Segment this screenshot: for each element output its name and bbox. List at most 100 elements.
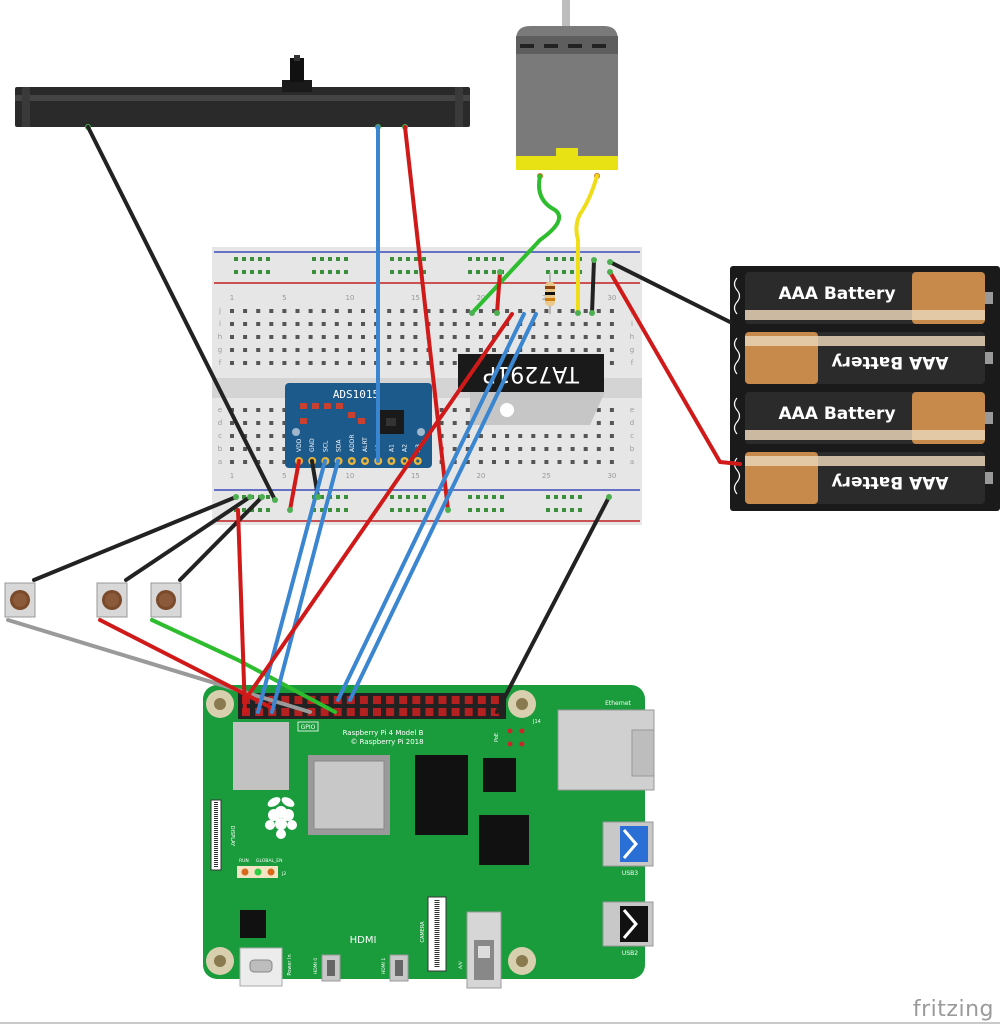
jumper-wire[interactable]	[608, 270, 742, 466]
breadboard-row-letter: d	[630, 419, 634, 427]
jumper-wire[interactable]	[243, 312, 514, 702]
breadboard-row-letter: c	[630, 432, 634, 440]
global-en-label: GLOBAL_EN	[256, 858, 283, 864]
av-label: A/V	[458, 960, 464, 969]
breadboard-column-marker: 1	[230, 294, 234, 302]
breadboard-row-letter: d	[218, 419, 222, 427]
hdmi1-label: HDMI 1	[381, 958, 387, 974]
breadboard-column-marker: 10	[345, 294, 354, 302]
aaa-battery-cell: AAA Battery	[733, 392, 993, 444]
button-3[interactable]	[150, 582, 182, 618]
aaa-battery-cell: AAA Battery	[733, 332, 993, 384]
slide-potentiometer[interactable]	[15, 55, 470, 130]
breadboard-row-letter: i	[631, 320, 633, 328]
jumper-wire[interactable]	[495, 270, 502, 315]
jumper-wire[interactable]	[336, 312, 526, 702]
breadboard-column-marker: 15	[411, 294, 420, 302]
raspberry-pi-4[interactable]: GPIO PoE J14 Raspberry Pi 4 Model B © Ra…	[203, 685, 655, 989]
breadboard-column-marker: 20	[476, 472, 485, 480]
breadboard-row-letter: f	[631, 359, 634, 367]
usb2-label: USB2	[622, 950, 638, 957]
display-label: DISPLAY	[229, 826, 235, 847]
jumper-wire[interactable]	[256, 459, 327, 714]
jumper-wire[interactable]	[574, 174, 599, 315]
breadboard-row-letter: i	[219, 320, 221, 328]
ads1015-label: ADS1015	[333, 388, 379, 401]
button-2[interactable]	[96, 582, 128, 618]
jumper-wire[interactable]	[86, 125, 277, 502]
power-in-label: Power In	[287, 954, 293, 975]
adc-pin-label: SCL	[322, 440, 329, 452]
breadboard-row-letter: h	[218, 333, 222, 341]
usb3-label: USB3	[622, 870, 638, 877]
jumper-wire[interactable]	[495, 495, 611, 714]
adc-pin-label: GND	[309, 438, 316, 452]
aaa-battery-cell: AAA Battery	[733, 452, 993, 504]
j14-label: J14	[532, 719, 541, 725]
camera-label: CAMERA	[420, 921, 426, 943]
j2-label: J2	[281, 871, 286, 877]
breadboard-row-letter: b	[630, 445, 635, 453]
breadboard-column-marker: 5	[282, 472, 286, 480]
breadboard-row-letter: g	[218, 346, 222, 354]
breadboard-row-letter: a	[630, 458, 634, 466]
breadboard-row-letter: b	[218, 445, 223, 453]
breadboard-column-marker: 5	[282, 294, 286, 302]
adc-pin-label: VDD	[296, 438, 303, 452]
dc-motor[interactable]	[516, 0, 618, 179]
gpio-label: GPIO	[301, 724, 316, 731]
breadboard-row-letter: h	[630, 333, 634, 341]
rpi-copyright-label: © Raspberry Pi 2018	[350, 738, 423, 746]
breadboard-column-marker: 30	[607, 472, 616, 480]
rpi-model-label: Raspberry Pi 4 Model B	[343, 729, 424, 737]
breadboard-column-marker: 1	[230, 472, 234, 480]
adc-pin-label: SDA	[336, 439, 343, 452]
button-1[interactable]	[4, 582, 36, 618]
aaa-battery-cell: AAA Battery	[733, 272, 993, 324]
fritzing-brand: fritzing	[912, 997, 994, 1022]
raspberry-logo-icon	[265, 797, 297, 839]
breadboard-column-marker: 10	[345, 472, 354, 480]
jumper-wire[interactable]	[178, 495, 264, 582]
jumper-wire[interactable]	[608, 260, 732, 324]
jumper-wire[interactable]	[403, 125, 450, 512]
jumper-wire[interactable]	[6, 618, 312, 714]
bottom-rule	[0, 1022, 1000, 1024]
breadboard-column-marker: 30	[607, 294, 616, 302]
jumper-wire[interactable]	[124, 495, 252, 582]
breadboard-column-marker: 15	[411, 472, 420, 480]
breadboard-row-letter: f	[219, 359, 222, 367]
battery-label: AAA Battery	[831, 472, 948, 492]
jumper-wire[interactable]	[348, 312, 538, 702]
adc-pin-label: A1	[388, 444, 395, 452]
breadboard-row-letter: g	[630, 346, 634, 354]
resistor[interactable]	[545, 272, 555, 314]
adc-pin-label: A2	[402, 444, 409, 452]
breadboard-row-letter: e	[630, 406, 634, 414]
adc-pin-label: ADDR	[349, 434, 356, 452]
breadboard-column-marker: 25	[542, 472, 551, 480]
poe-label: PoE	[494, 733, 500, 742]
battery-label: AAA Battery	[831, 352, 948, 372]
breadboard-row-letter: c	[218, 432, 222, 440]
jumper-wire[interactable]	[236, 508, 247, 714]
breadboard-row-letter: a	[218, 458, 222, 466]
battery-label: AAA Battery	[778, 404, 895, 424]
jumper-wire[interactable]	[270, 459, 340, 714]
hdmi0-label: HDMI 0	[313, 958, 319, 974]
jumper-wire[interactable]	[32, 495, 238, 582]
jumper-wire[interactable]	[288, 459, 301, 512]
jumper-wire[interactable]	[150, 618, 337, 714]
breadboard-row-letter: e	[218, 406, 222, 414]
run-label: RUN	[239, 858, 249, 864]
breadboard-column-marker: 20	[476, 294, 485, 302]
breadboard-row-letter: j	[218, 307, 221, 315]
jumper-wire[interactable]	[470, 174, 561, 315]
adc-pin-label: ALRT	[362, 437, 369, 452]
jumper-wire[interactable]	[590, 258, 596, 315]
battery-label: AAA Battery	[778, 284, 895, 304]
ta7291p-driver[interactable]: TA7291P	[458, 354, 605, 425]
